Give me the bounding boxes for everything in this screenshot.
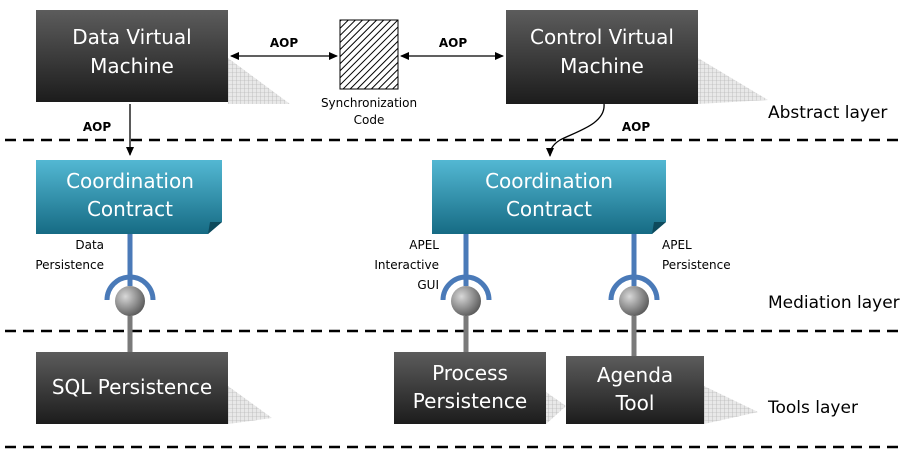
svg-text:Data Virtual: Data Virtual [72, 25, 191, 49]
svg-text:Contract: Contract [506, 197, 592, 221]
svg-text:SQL Persistence: SQL Persistence [52, 375, 212, 399]
svg-text:Persistence: Persistence [413, 389, 527, 413]
control-virtual-machine-box: Control Virtual Machine [506, 10, 768, 104]
agenda-tool-box: Agenda Tool [566, 356, 758, 424]
svg-text:Contract: Contract [87, 197, 173, 221]
aop-label-right: AOP [439, 36, 467, 50]
apel-persistence-connector: APEL Persistence [608, 234, 731, 358]
svg-text:Process: Process [432, 361, 508, 385]
apel-gui-connector: APEL Interactive GUI [374, 234, 492, 354]
layer-label-mediation: Mediation layer [768, 293, 900, 313]
synchronization-code: Synchronization Code [321, 19, 417, 127]
coordination-contract-left: Coordination Contract [36, 160, 222, 234]
svg-text:Coordination: Coordination [66, 169, 194, 193]
svg-text:Persistence: Persistence [35, 258, 104, 272]
aop-label-down-right: AOP [622, 120, 650, 134]
svg-text:APEL: APEL [662, 238, 692, 252]
socket-ball-icon [619, 286, 649, 316]
svg-text:Tool: Tool [615, 391, 655, 415]
coordination-contract-right: Coordination Contract [432, 160, 666, 234]
svg-text:Code: Code [354, 113, 385, 127]
svg-text:GUI: GUI [417, 278, 439, 292]
socket-ball-icon [115, 286, 145, 316]
data-persistence-connector: Data Persistence [35, 234, 156, 354]
svg-text:Data: Data [75, 238, 104, 252]
svg-text:Persistence: Persistence [662, 258, 731, 272]
socket-ball-icon [451, 286, 481, 316]
aop-label-down-left: AOP [83, 120, 111, 134]
synchronization-hatch-icon [339, 19, 399, 90]
layer-label-tools: Tools layer [767, 398, 858, 418]
svg-text:Machine: Machine [560, 54, 644, 78]
svg-text:Agenda: Agenda [597, 363, 673, 387]
layer-label-abstract: Abstract layer [768, 103, 887, 123]
process-persistence-box: Process Persistence [394, 352, 566, 424]
svg-text:Coordination: Coordination [485, 169, 613, 193]
aop-arrow-down-right [546, 103, 605, 157]
svg-text:Interactive: Interactive [374, 258, 439, 272]
data-virtual-machine-box: Data Virtual Machine [36, 10, 290, 104]
aop-label-left: AOP [270, 36, 298, 50]
svg-text:Synchronization: Synchronization [321, 96, 417, 110]
svg-text:APEL: APEL [409, 238, 439, 252]
sql-persistence-box: SQL Persistence [36, 352, 272, 424]
svg-text:Machine: Machine [90, 54, 174, 78]
svg-text:Control Virtual: Control Virtual [530, 25, 674, 49]
